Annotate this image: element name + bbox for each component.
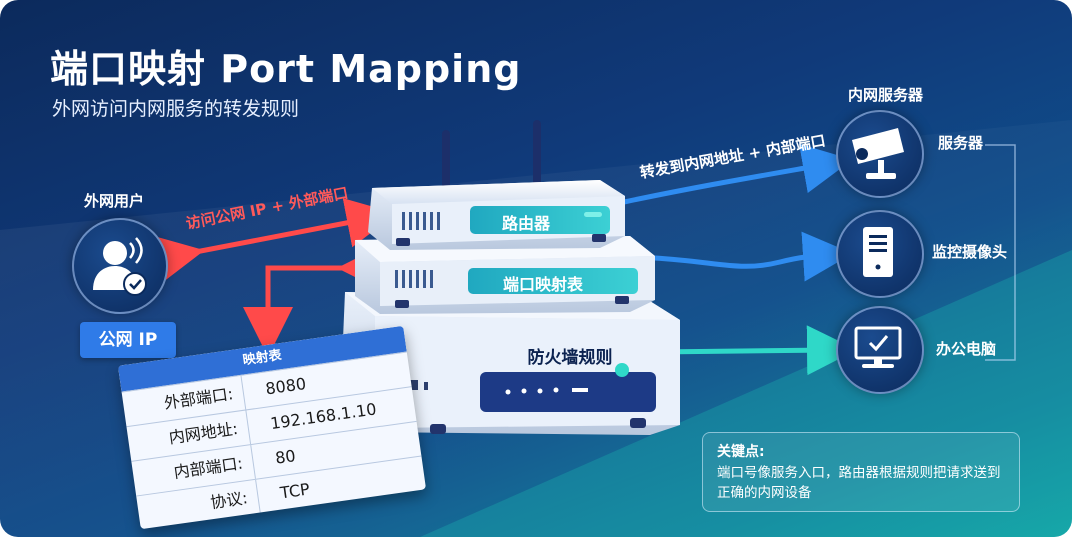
computer-circle [836, 306, 924, 394]
router-label: 路由器 [501, 214, 550, 233]
key-point-body: 端口号像服务入口，路由器根据规则把请求送到正确的内网设备 [717, 465, 1001, 501]
incoming-arrow [150, 198, 397, 285]
page-title: 端口映射 Port Mapping [50, 47, 522, 91]
public-ip-badge: 公网 IP [80, 322, 176, 358]
server-icon [863, 227, 893, 277]
table-link-arrow [243, 243, 387, 357]
internal-item-server-label: 服务器 [938, 134, 984, 152]
forward-arrow-camera [654, 231, 853, 282]
device-stack [340, 120, 680, 435]
user-icon [93, 237, 147, 296]
group-bracket [985, 144, 1016, 361]
key-point-title: 关键点: [717, 444, 765, 460]
key-point-box: 关键点: 端口号像服务入口，路由器根据规则把请求送到正确的内网设备 [702, 432, 1020, 512]
forward-arrow-pc [655, 325, 857, 376]
table-value: 80 [274, 446, 297, 468]
external-user-label: 外网用户 [84, 192, 145, 210]
external-user-circle [72, 218, 168, 314]
computer-icon [854, 326, 902, 368]
firewall-label: 防火墙规则 [527, 348, 613, 368]
mapping-table-device-label: 端口映射表 [502, 275, 583, 294]
internal-item-pc-label: 办公电脑 [936, 340, 997, 358]
page-subtitle: 外网访问内网服务的转发规则 [52, 98, 300, 120]
internal-group-label: 内网服务器 [848, 86, 924, 104]
camera-icon [852, 128, 904, 179]
forward-arrow-server [623, 143, 853, 205]
internal-item-camera-label: 监控摄像头 [932, 243, 1008, 261]
